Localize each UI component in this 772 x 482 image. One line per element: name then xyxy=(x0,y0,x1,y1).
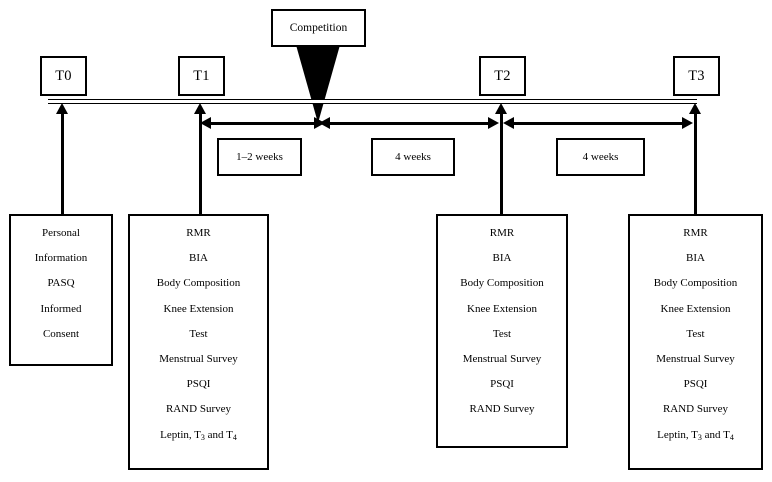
timepoint-box-t1: T1 xyxy=(178,56,225,96)
connector-stem-t0 xyxy=(61,112,64,216)
timepoint-label-t3: T3 xyxy=(688,67,705,84)
protocol-item: PSQI xyxy=(186,378,211,391)
protocol-item: Consent xyxy=(42,327,80,340)
interval-arrow-t2-t3 xyxy=(503,117,693,130)
arrowhead-left-icon xyxy=(503,117,514,130)
connector-stem-t3 xyxy=(694,112,697,216)
timeline-axis xyxy=(48,99,697,104)
competition-label: Competition xyxy=(289,22,348,34)
protocol-box-t3: RMR BIA Body Composition Knee Extension … xyxy=(628,214,763,470)
connector-arrowhead-t1-icon xyxy=(194,103,206,114)
arrowhead-right-icon xyxy=(682,117,693,130)
duration-label-competition-t2: 4 weeks xyxy=(395,151,431,163)
protocol-box-t2: RMR BIA Body Composition Knee Extension … xyxy=(436,214,568,448)
protocol-item: Knee Extension xyxy=(467,302,537,315)
protocol-item: Test xyxy=(492,327,512,340)
competition-event-box: Competition xyxy=(271,9,366,47)
duration-box-t1-competition: 1–2 weeks xyxy=(217,138,302,176)
timepoint-box-t0: T0 xyxy=(40,56,87,96)
protocol-item: Informed xyxy=(40,302,82,315)
arrowhead-right-icon xyxy=(488,117,499,130)
arrowhead-left-icon xyxy=(200,117,211,130)
protocol-item: BIA xyxy=(189,252,208,265)
protocol-item: PSQI xyxy=(490,378,514,391)
connector-arrowhead-t2-icon xyxy=(495,103,507,114)
duration-label-t2-t3: 4 weeks xyxy=(582,151,619,163)
protocol-item: Knee Extension xyxy=(163,302,234,315)
protocol-item: Knee Extension xyxy=(660,302,731,315)
connector-arrowhead-t3-icon xyxy=(689,103,701,114)
protocol-item: Test xyxy=(189,327,208,340)
protocol-item: Test xyxy=(686,327,705,340)
protocol-item: Menstrual Survey xyxy=(159,352,238,365)
protocol-item: RAND Survey xyxy=(469,403,535,416)
protocol-item: Menstrual Survey xyxy=(462,352,542,365)
connector-arrowhead-t0-icon xyxy=(56,103,68,114)
duration-box-t2-t3: 4 weeks xyxy=(556,138,645,176)
timepoint-label-t2: T2 xyxy=(494,67,511,84)
protocol-item: Body Composition xyxy=(460,277,544,290)
protocol-item: PASQ xyxy=(47,277,75,290)
timepoint-box-t2: T2 xyxy=(479,56,526,96)
protocol-item: Body Composition xyxy=(653,277,738,290)
protocol-item-hormones: Leptin, T3 and T4 xyxy=(160,428,237,442)
protocol-item: BIA xyxy=(492,252,512,265)
protocol-item: Body Composition xyxy=(156,277,241,290)
protocol-item: RAND Survey xyxy=(662,403,729,416)
timepoint-box-t3: T3 xyxy=(673,56,720,96)
protocol-item: RMR xyxy=(683,227,708,239)
protocol-item: RMR xyxy=(186,227,211,239)
interval-arrow-t1-competition xyxy=(200,117,325,130)
competition-funnel-icon xyxy=(296,45,340,123)
protocol-item: Information xyxy=(34,252,88,265)
duration-box-competition-t2: 4 weeks xyxy=(371,138,455,176)
protocol-item: BIA xyxy=(686,252,705,265)
timepoint-label-t0: T0 xyxy=(55,67,72,84)
interval-arrow-competition-t2 xyxy=(319,117,499,130)
protocol-item: Personal xyxy=(42,227,80,239)
connector-stem-t2 xyxy=(500,112,503,216)
protocol-box-t0: Personal Information PASQ Informed Conse… xyxy=(9,214,113,366)
protocol-item: RMR xyxy=(489,227,515,239)
connector-stem-t1 xyxy=(199,112,202,216)
protocol-item: PSQI xyxy=(683,378,708,391)
protocol-item: RAND Survey xyxy=(165,403,232,416)
protocol-item-hormones: Leptin, T3 and T4 xyxy=(657,428,734,442)
protocol-box-t1: RMR BIA Body Composition Knee Extension … xyxy=(128,214,269,470)
timepoint-label-t1: T1 xyxy=(193,67,210,84)
duration-label-t1-competition: 1–2 weeks xyxy=(236,151,283,163)
arrowhead-left-icon xyxy=(319,117,330,130)
protocol-item: Menstrual Survey xyxy=(656,352,735,365)
